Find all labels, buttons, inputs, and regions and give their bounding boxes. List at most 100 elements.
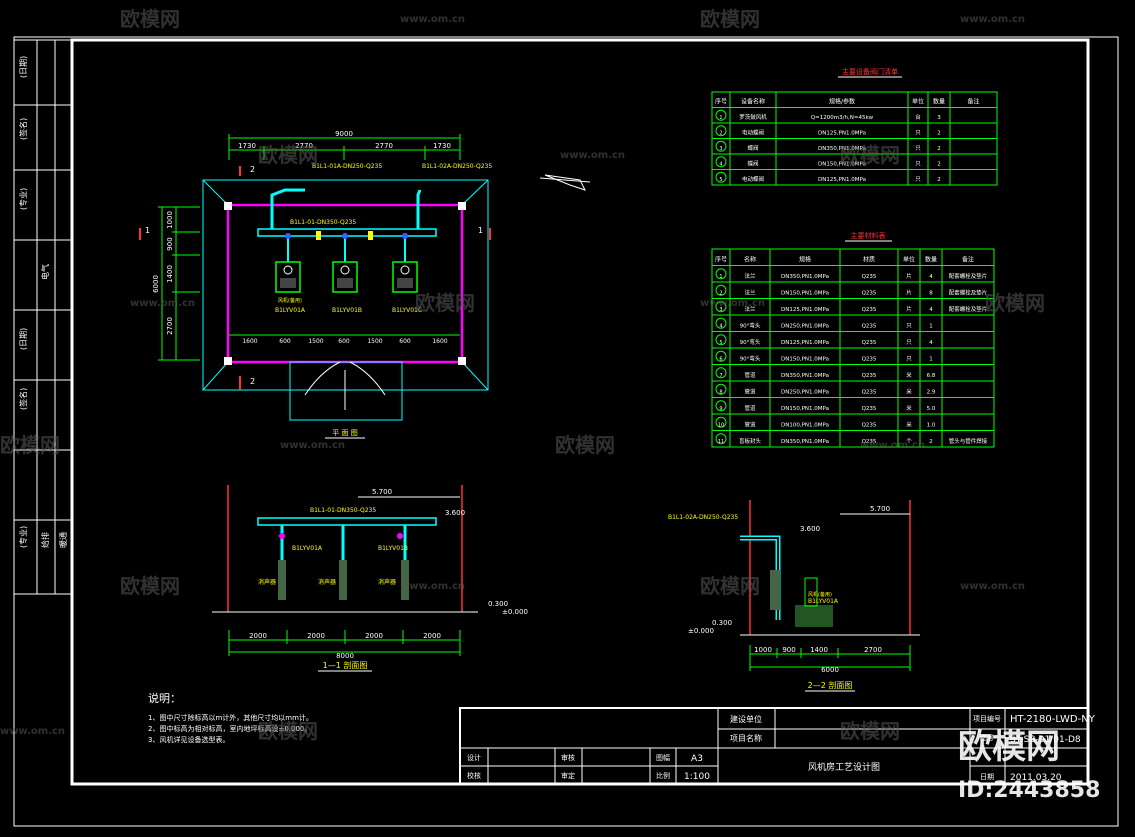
- material-cell: 配套螺栓及垫片: [949, 272, 988, 280]
- equipment-cell: 2: [719, 131, 722, 137]
- equipment-header: 序号: [715, 98, 727, 106]
- section11-fan-label: B1LYV01A: [292, 545, 323, 552]
- tb-dwg-label: 图号: [980, 734, 994, 742]
- s22-dim: 1400: [810, 646, 828, 654]
- fan-note: 风机(备用): [278, 297, 302, 304]
- plan-title: 平 面 图: [332, 429, 357, 437]
- material-cell: 米: [906, 404, 912, 412]
- watermark-brand: 欧模网: [700, 7, 760, 31]
- plan-bottom-dim: 600: [279, 338, 291, 345]
- equipment-cell: 1: [719, 115, 722, 121]
- watermark-brand: 欧模网: [120, 574, 180, 598]
- side-strip: (日期) (签名) (专业) (日期) (签名) (专业) 给排 暖通 电气: [13, 39, 73, 595]
- material-cell: DN350,PN1.0MPa: [781, 439, 829, 445]
- note-item: 1、图中尺寸除标高以m计外，其他尺寸均以mm计。: [148, 713, 313, 722]
- equipment-cell: DN125,PN1.0MPa: [818, 131, 866, 137]
- equipment-cell: 2: [937, 146, 941, 152]
- material-cell: 1.0: [927, 423, 936, 429]
- material-header: 备注: [962, 256, 974, 264]
- s11-dim: 2000: [365, 632, 383, 640]
- plan-top-dim: 1730: [238, 142, 256, 150]
- material-cell: 盲板封头: [739, 437, 762, 445]
- material-cell: DN125,PN1.0MPa: [781, 340, 829, 346]
- material-cell: 1: [929, 324, 933, 330]
- material-cell: DN350,PN1.0MPa: [781, 274, 829, 280]
- strip-label: (日期): [19, 328, 28, 350]
- material-cell: 5: [719, 340, 722, 346]
- equipment-cell: 只: [915, 176, 921, 183]
- tb-review: 审核: [561, 753, 575, 762]
- tb-size: A3: [691, 754, 703, 764]
- material-cell: 8: [929, 291, 933, 297]
- material-cell: DN250,PN1.0MPa: [781, 324, 829, 330]
- watermark-brand: 欧模网: [985, 291, 1045, 315]
- watermark-brand: 欧模网: [120, 7, 180, 31]
- equipment-cell: 只: [915, 145, 921, 152]
- watermark-url: www.om.cn: [700, 298, 765, 309]
- material-cell: 6: [719, 357, 722, 363]
- plan-left-dim: 900: [166, 237, 174, 250]
- material-cell: Q235: [862, 439, 877, 445]
- equipment-cell: DN150,PN1.0MPa: [818, 162, 866, 168]
- watermark-brand: 欧模网: [840, 143, 900, 167]
- material-cell: 9: [719, 406, 722, 412]
- strip-label: (签名): [18, 118, 28, 140]
- material-header: 数量: [925, 256, 937, 264]
- material-cell: 法兰: [744, 272, 756, 280]
- note-item: 3、风机详见设备选型表。: [148, 735, 229, 744]
- watermark-url: www.om.cn: [960, 581, 1025, 592]
- material-cell: 3: [719, 307, 722, 313]
- plan-bottom-dim: 600: [399, 338, 411, 345]
- material-cell: 管道: [744, 371, 756, 379]
- tb-code: HT-2180-LWD-NY: [1010, 714, 1096, 725]
- s22-dim: 1000: [754, 646, 772, 654]
- section11-fan-label: B1LYV01B: [378, 545, 408, 552]
- material-cell: 1: [929, 357, 933, 363]
- material-cell: DN150,PN1.0MPa: [781, 406, 829, 412]
- material-cell: 米: [906, 421, 912, 429]
- material-cell: Q235: [862, 307, 877, 313]
- material-cell: 管道: [744, 388, 756, 396]
- material-cell: DN100,PN1.0MPa: [781, 423, 829, 429]
- tb-scale: 1:100: [684, 772, 710, 782]
- strip-label: (专业): [18, 188, 28, 210]
- s22-elev-pipe: 3.600: [800, 525, 820, 533]
- material-cell: 4: [719, 324, 722, 330]
- plan-bottom-dim: 1500: [367, 338, 382, 345]
- equipment-cell: Q=1200m3/h,N=45kw: [811, 115, 874, 121]
- equipment-header: 规格/参数: [829, 98, 855, 106]
- equipment-cell: 3: [937, 115, 941, 121]
- material-cell: 6.8: [927, 373, 936, 379]
- section-mark: 2: [250, 377, 255, 386]
- silencer-label: 消声器: [258, 578, 276, 586]
- plan-left-total: 6000: [152, 275, 160, 293]
- watermark-brand: 欧模网: [258, 143, 318, 167]
- material-cell: DN125,PN1.0MPa: [781, 307, 829, 313]
- material-cell: DN250,PN1.0MPa: [781, 390, 829, 396]
- tb-scale-label: 比例: [656, 771, 670, 780]
- strip-row-label: 给排: [40, 532, 50, 548]
- material-cell: DN350,PN1.0MPa: [781, 373, 829, 379]
- s22-fan-note: 风机(备用): [808, 591, 832, 598]
- tb-drawing-title: 风机房工艺设计图: [808, 761, 880, 773]
- watermark-url: www.om.cn: [960, 14, 1025, 25]
- plan-bottom-dim: 1500: [308, 338, 323, 345]
- s22-dim: 900: [782, 646, 795, 654]
- elev-top: 5.700: [372, 488, 392, 496]
- strip-row-label: 暖通: [58, 532, 68, 548]
- material-cell: 片: [906, 305, 912, 313]
- equipment-cell: DN350,PN1.0MPa: [818, 146, 866, 152]
- fan-unit: [275, 261, 301, 293]
- material-cell: Q235: [862, 324, 877, 330]
- material-cell: 4: [929, 274, 933, 280]
- equipment-cell: DN125,PN1.0MPa: [818, 177, 866, 183]
- section22-title: 2—2 剖面图: [808, 680, 853, 690]
- section-2-2: 5.700 3.600 B1L1-02A-DN250-Q235 风机(备用) B…: [668, 500, 920, 692]
- watermark-url: www.om.cn: [560, 150, 625, 161]
- equipment-cell: 只: [915, 161, 921, 168]
- material-cell: Q235: [862, 406, 877, 412]
- material-cell: 10: [718, 423, 724, 429]
- plan-left-dim: 1400: [166, 265, 174, 283]
